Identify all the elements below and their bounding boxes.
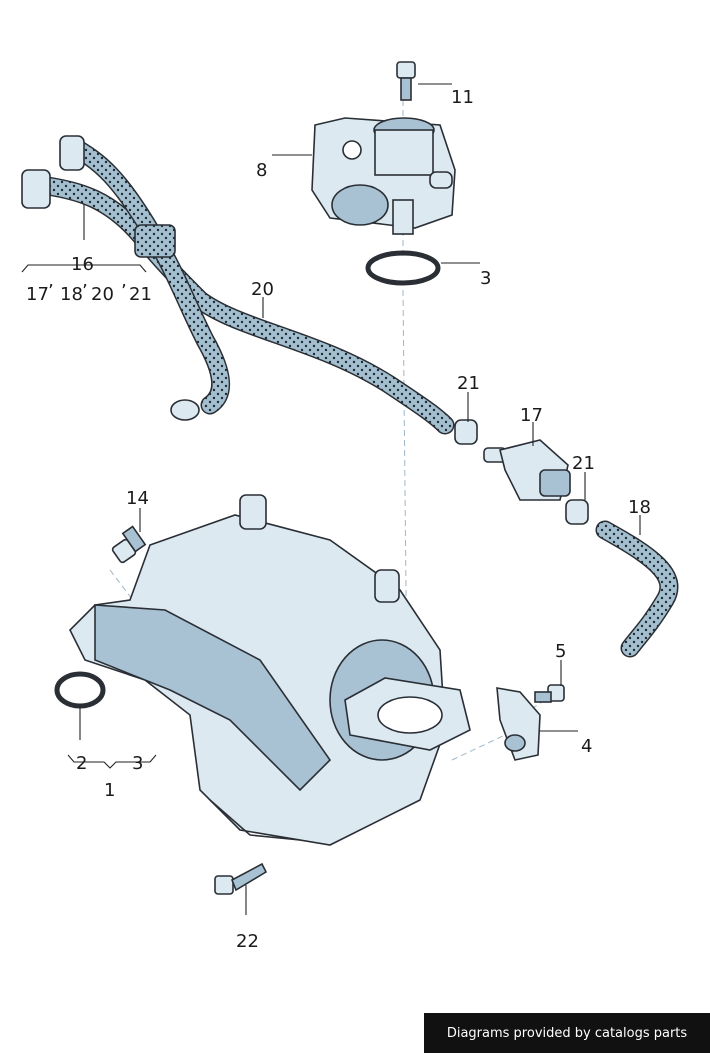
callout-21-upper: 21 <box>457 373 480 394</box>
callout-2: 2 <box>76 753 87 774</box>
callout-17: 17 <box>520 405 543 426</box>
bolt-14 <box>111 525 147 564</box>
pressure-sensor-17 <box>483 439 571 501</box>
callout-21-sub: 21 <box>129 284 152 305</box>
callout-16: 16 <box>71 254 94 275</box>
leader-lines <box>21 83 641 915</box>
callout-4: 4 <box>581 736 592 757</box>
group-separator: ’ <box>121 281 127 302</box>
bracket-4 <box>496 687 541 761</box>
group-separator: ’ <box>82 281 88 302</box>
credit-banner: Diagrams provided by catalogs parts <box>424 1013 710 1053</box>
callout-8: 8 <box>256 160 267 181</box>
callout-3-lower: 3 <box>132 753 143 774</box>
callout-3-top: 3 <box>480 268 491 289</box>
callout-18: 18 <box>628 497 651 518</box>
callout-22: 22 <box>236 931 259 952</box>
callout-1: 1 <box>104 780 115 801</box>
bolt-5 <box>534 684 565 703</box>
callout-20-sub: 20 <box>91 284 114 305</box>
callout-20: 20 <box>251 279 274 300</box>
callout-17-sub: 17 <box>26 284 49 305</box>
intake-manifold <box>69 494 471 846</box>
hose-18 <box>595 520 679 658</box>
manifold-seal <box>54 671 106 709</box>
callout-group-16-subparts: 17 ’ 18 ’ 20 ’ 21 <box>26 281 152 305</box>
hose-clamps-21 <box>454 419 589 525</box>
callout-14: 14 <box>126 488 149 509</box>
bolt-22 <box>214 862 268 895</box>
o-ring-upper <box>365 250 441 286</box>
callout-21-lower: 21 <box>572 453 595 474</box>
bolt-11 <box>396 61 416 101</box>
group-separator: ’ <box>48 281 54 302</box>
callout-18-sub: 18 <box>60 284 83 305</box>
throttle-body <box>311 117 456 235</box>
callout-5: 5 <box>555 641 566 662</box>
credit-text: Diagrams provided by catalogs parts <box>446 1025 688 1041</box>
callout-11: 11 <box>451 87 474 108</box>
vacuum-hose-assembly <box>21 135 455 435</box>
